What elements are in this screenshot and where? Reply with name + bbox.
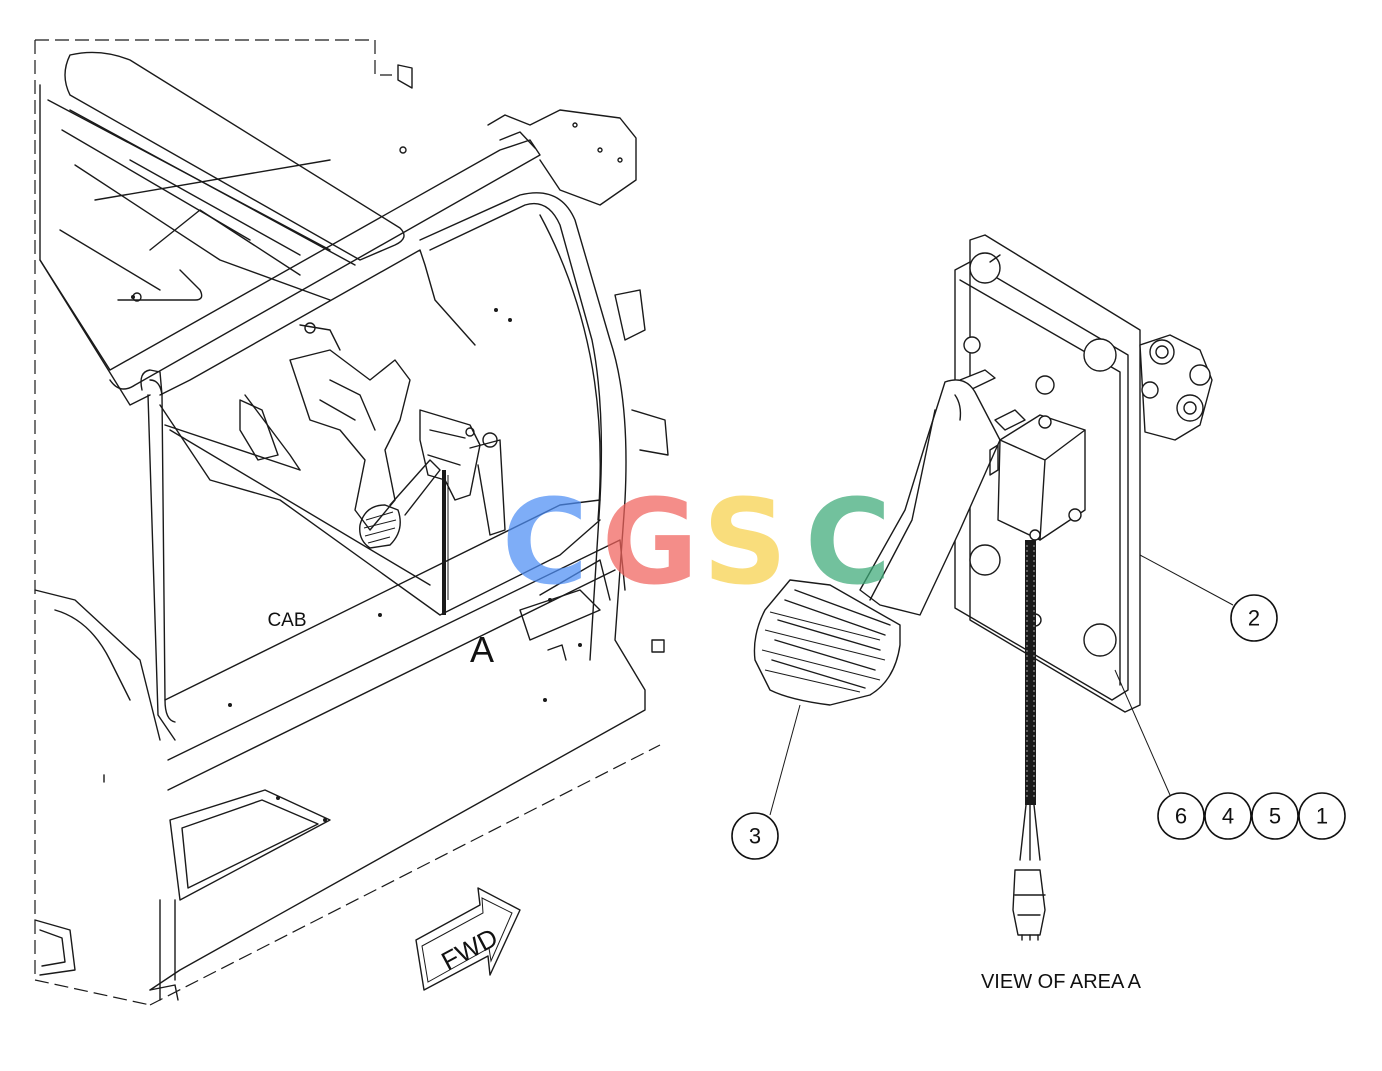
callout-5: 5: [1251, 792, 1299, 840]
area-a-label: A: [470, 629, 494, 670]
watermark-letter: G: [602, 473, 699, 611]
callout-4-text: 4: [1222, 804, 1234, 829]
callout-6: 6: [1157, 792, 1205, 840]
cab-label: CAB: [267, 610, 306, 631]
forward-arrow-icon: FWD: [415, 887, 521, 991]
cab-assembly: [34, 39, 669, 1006]
callout-3-text: 3: [749, 824, 761, 849]
callout-1: 1: [1298, 792, 1346, 840]
callout-6-text: 6: [1175, 804, 1187, 829]
callout-5-text: 5: [1269, 804, 1281, 829]
callout-3: 3: [731, 812, 779, 860]
callout-2-text: 2: [1248, 606, 1260, 631]
pedal-assembly-detail: [753, 234, 1213, 941]
leader-lines: [769, 554, 1234, 816]
watermark-letter: C: [805, 473, 892, 611]
view-caption: VIEW OF AREA A: [981, 971, 1142, 993]
callout-2: 2: [1230, 594, 1278, 642]
watermark-letter: C: [502, 473, 589, 611]
callout-1-text: 1: [1316, 804, 1328, 829]
cgsc-watermark-logo: C G S C: [502, 473, 892, 611]
callout-4: 4: [1204, 792, 1252, 840]
watermark-letter: S: [703, 473, 788, 611]
